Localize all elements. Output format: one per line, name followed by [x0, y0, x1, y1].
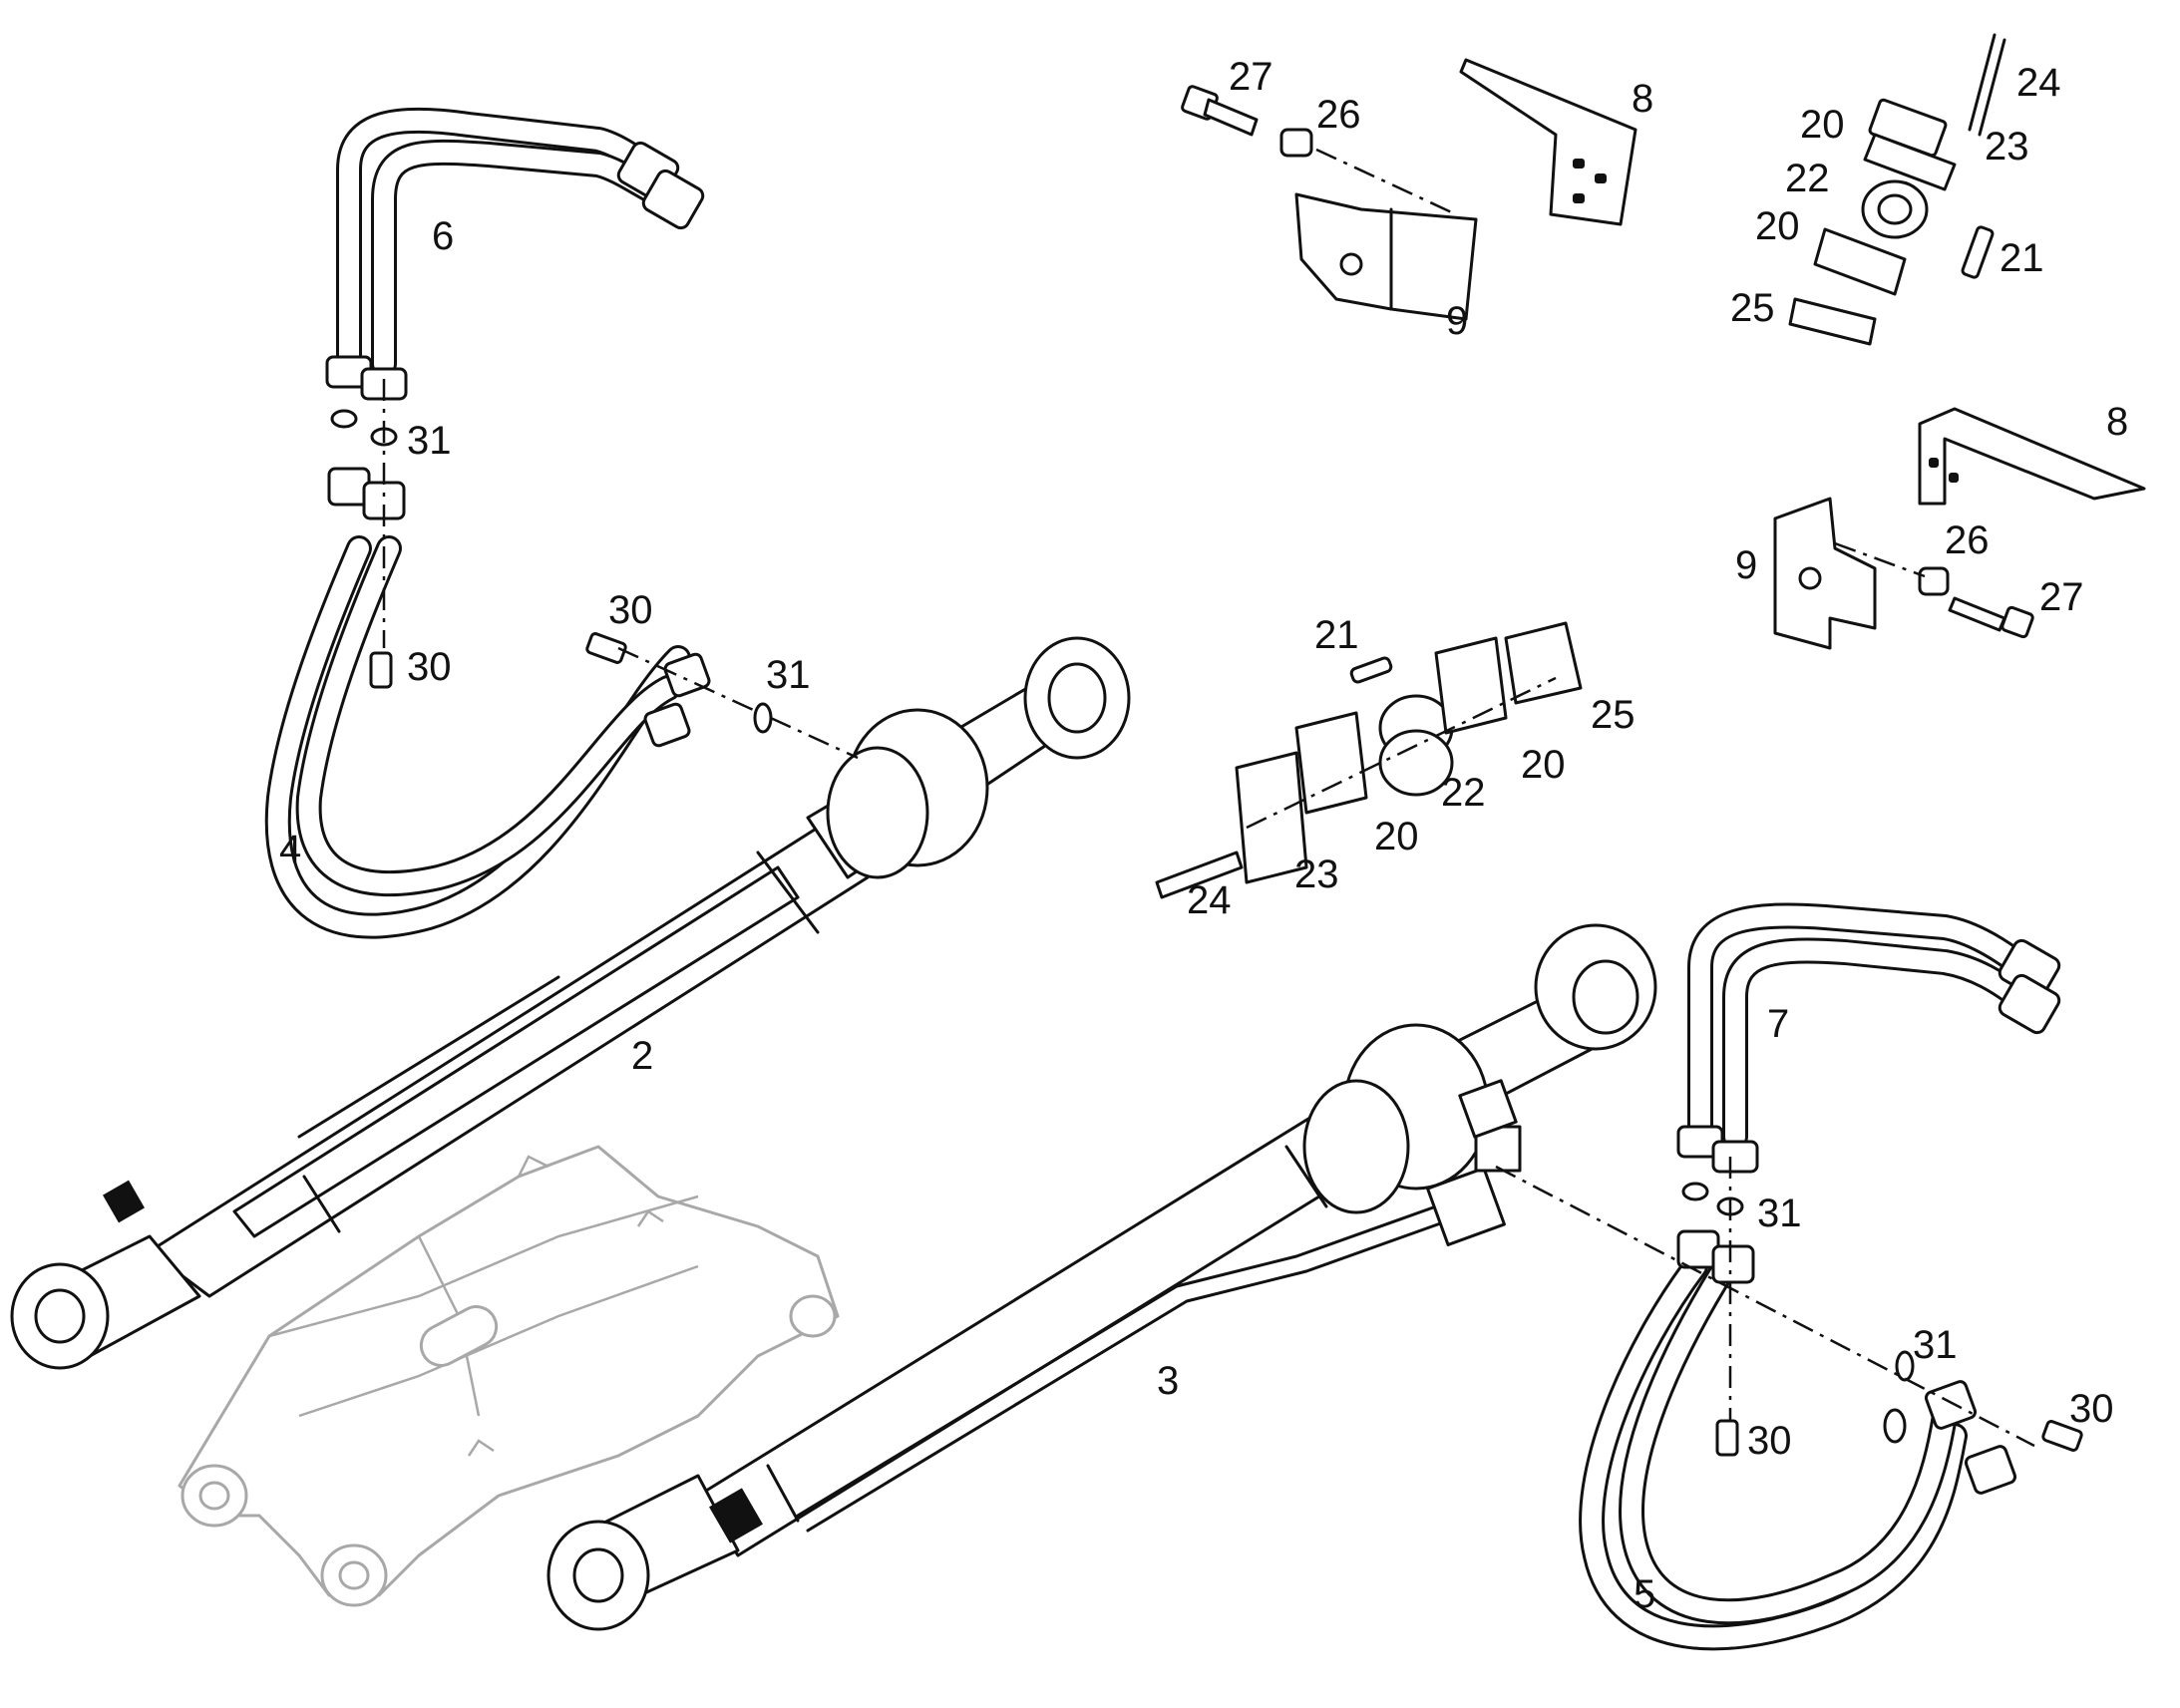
hinge-assembly-top — [1788, 33, 2006, 346]
pipe-7 — [1676, 902, 2061, 1174]
callout-25-top: 25 — [1730, 286, 1775, 330]
small-parts — [330, 379, 2083, 1457]
bolt-27-top — [1181, 85, 1457, 216]
callout-24-middle: 24 — [1187, 878, 1232, 922]
callout-30-right-upper: 30 — [2069, 1387, 2114, 1431]
bracket-9-right — [1773, 497, 1877, 650]
callout-7: 7 — [1767, 1002, 1789, 1046]
callout-9-top: 9 — [1446, 299, 1468, 343]
callout-21-middle: 21 — [1314, 613, 1359, 657]
callout-27-right: 27 — [2039, 575, 2084, 619]
callout-25-middle: 25 — [1591, 693, 1635, 737]
hose-5 — [1579, 1229, 2017, 1651]
hose-4 — [264, 467, 711, 939]
callout-24-top: 24 — [2016, 61, 2061, 105]
callout-8-right: 8 — [2106, 400, 2128, 444]
callout-30-left-lower: 30 — [407, 645, 452, 689]
callout-30-left-upper: 30 — [608, 588, 653, 632]
callout-20-middle-a: 20 — [1521, 743, 1566, 787]
callout-31-right-lower: 31 — [1913, 1323, 1958, 1367]
bracket-8-top — [1459, 58, 1637, 226]
callout-20-top-b: 20 — [1755, 204, 1800, 248]
callout-9-right: 9 — [1735, 543, 1757, 587]
callout-26-top: 26 — [1316, 93, 1361, 137]
callout-30-right-lower: 30 — [1747, 1419, 1792, 1463]
callout-21-top: 21 — [1999, 236, 2044, 280]
callout-23-middle: 23 — [1294, 853, 1339, 896]
callout-31-left-lower: 31 — [766, 653, 811, 697]
pipe-6 — [325, 107, 705, 401]
callout-20-top-a: 20 — [1800, 103, 1845, 147]
cylinder-3 — [546, 923, 1657, 1631]
callout-26-right: 26 — [1945, 518, 1990, 562]
callout-labels: 27 26 8 9 24 20 23 22 20 21 25 8 26 9 27… — [279, 55, 2128, 1616]
callout-4: 4 — [279, 828, 301, 871]
callout-2: 2 — [631, 1034, 653, 1078]
callout-3: 3 — [1157, 1359, 1179, 1403]
callout-22-top: 22 — [1785, 157, 1830, 200]
hinge-assembly-middle — [1155, 621, 1583, 899]
cylinder-2 — [10, 636, 1131, 1370]
callout-8-top: 8 — [1632, 77, 1653, 121]
callout-6: 6 — [432, 214, 454, 258]
callout-31-left-upper: 31 — [407, 419, 452, 463]
bracket-8-right — [1918, 407, 2146, 506]
callout-22-middle: 22 — [1441, 771, 1486, 815]
callout-23-top: 23 — [1985, 125, 2029, 169]
callout-5: 5 — [1634, 1572, 1655, 1616]
ghost-boom-outline — [178, 1145, 840, 1607]
callout-20-middle-b: 20 — [1374, 815, 1419, 858]
callout-27-top: 27 — [1229, 55, 1273, 99]
callout-31-right-upper: 31 — [1757, 1192, 1802, 1235]
bracket-9-top — [1294, 192, 1478, 321]
bolt-27-right — [1834, 541, 2034, 639]
